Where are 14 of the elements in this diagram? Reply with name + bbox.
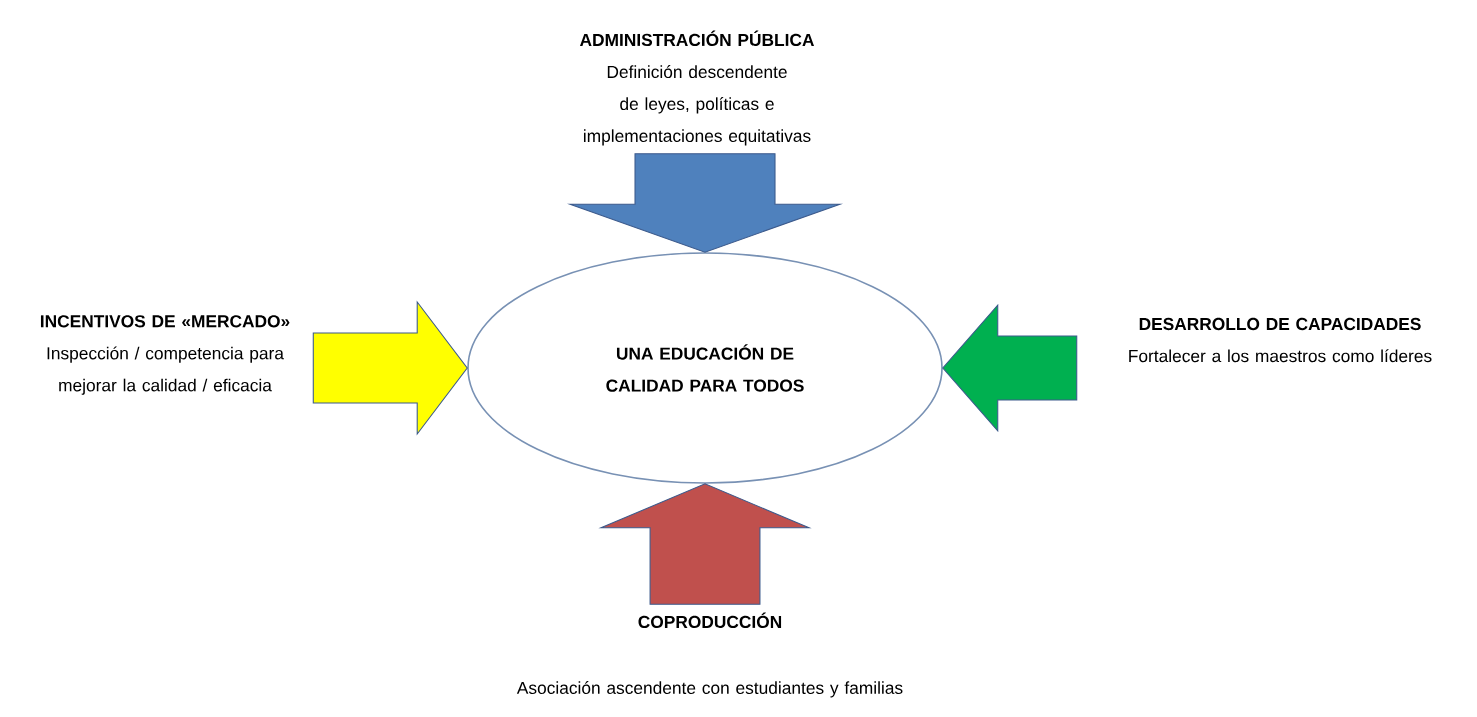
block-arrow [312, 300, 468, 436]
description: Inspección / competencia para mejorar la calidad / eficacia [47, 346, 284, 395]
heading: ADMINISTRACIÓN PÚBLICA [580, 30, 814, 47]
center-ellipse [467, 252, 943, 484]
block-arrow [598, 483, 812, 605]
description: Definición descendente de leyes, políticas e implementaciones equitativas [584, 65, 811, 146]
center-label: UNA EDUCACIÓN DE CALIDAD PARA TODOS [606, 344, 804, 392]
block-arrow [942, 303, 1078, 433]
heading: INCENTIVOS DE «MERCADO» [40, 315, 290, 328]
description: Fortalecer a los maestros como líderes [1129, 349, 1432, 363]
block-arrow [566, 153, 844, 253]
description: Asociación ascendente con estudiantes y familias [516, 681, 903, 698]
heading: COPRODUCCIÓN [638, 612, 782, 629]
heading: DESARROLLO DE CAPACIDADES [1139, 317, 1421, 331]
